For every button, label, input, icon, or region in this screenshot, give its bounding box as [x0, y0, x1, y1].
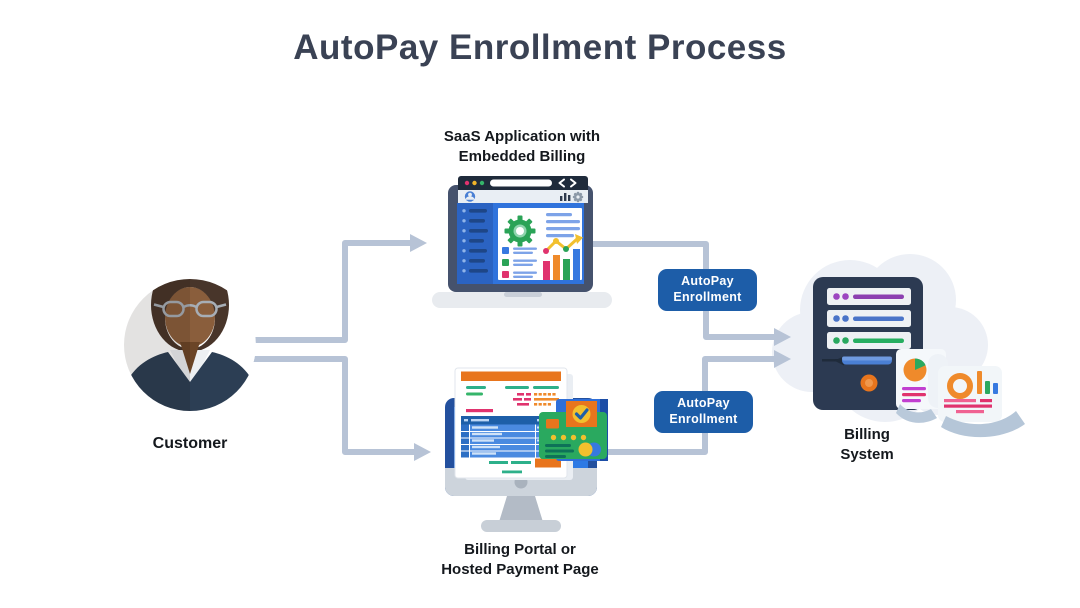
trend-line [544, 237, 579, 253]
analytics-icon [560, 193, 571, 201]
receipt-chart-icon [938, 366, 1025, 438]
jacket [124, 352, 256, 411]
label-saas-application: SaaS Application with Embedded Billing [443, 128, 601, 165]
glasses-icon [153, 300, 227, 318]
nav-chevron-icons [558, 178, 577, 188]
label-customer: Customer [152, 435, 228, 452]
donut-chart [947, 373, 973, 399]
arrowhead-icon [774, 350, 791, 368]
dashboard-list [502, 247, 537, 278]
autopay-enrollment-badge-top: AutoPay Enrollment [658, 269, 757, 311]
credit-card-icon [539, 399, 608, 461]
invoice-header [461, 371, 561, 381]
dashboard-gear-icon [504, 215, 536, 247]
label-billing-portal: Billing Portal or Hosted Payment Page [441, 541, 599, 578]
connector-customer-to-saas [250, 240, 411, 343]
page-title: AutoPay Enrollment Process [293, 28, 787, 67]
check-icon [574, 408, 589, 420]
arrowhead-icon [414, 443, 431, 461]
monitor-stand [499, 496, 543, 522]
settings-gear-icon [572, 191, 584, 203]
autopay-enrollment-badge-bottom: AutoPay Enrollment [654, 391, 753, 433]
trend-arrowhead-icon [575, 234, 583, 244]
laptop-icon [432, 176, 612, 308]
invoice-meta-lines [466, 386, 559, 413]
browser-window [458, 176, 588, 203]
pie-slice [915, 358, 926, 370]
address-bar [490, 179, 552, 187]
server-slot [827, 332, 911, 349]
invoice-document [454, 367, 573, 480]
user-icon [464, 191, 476, 202]
label-billing-system: Billing System [840, 426, 894, 463]
neck [180, 342, 200, 374]
pen-icon [822, 356, 892, 366]
connector-customer-to-portal [250, 356, 415, 455]
app-sidebar [457, 203, 493, 284]
invoice-total [489, 458, 561, 474]
monitor-base [481, 520, 561, 532]
card-chip [546, 419, 559, 429]
server-slot [827, 288, 911, 305]
customer-avatar [124, 279, 256, 411]
arrowhead-icon [774, 328, 791, 346]
server-icon [813, 277, 923, 410]
dashboard-text-lines [546, 213, 580, 238]
arrowhead-icon [410, 234, 427, 252]
laptop-base [432, 292, 612, 308]
dashboard-bar-chart [543, 234, 583, 280]
server-slot [827, 310, 911, 327]
